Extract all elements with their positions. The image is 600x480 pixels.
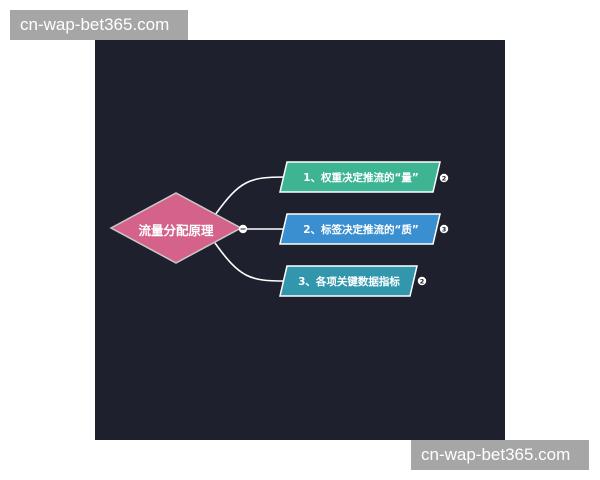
branch-node-1-label[interactable]: 1、权重决定推流的“量” [303, 172, 419, 184]
badge-count-3: 2 [420, 278, 425, 286]
branch-node-2-shape [279, 213, 441, 245]
branch-node-3-label[interactable]: 3、各项关键数据指标 [298, 276, 400, 288]
branch-node-2-label[interactable]: 2、标签决定推流的“质” [303, 224, 419, 236]
branch-node-1-shape [279, 161, 441, 193]
badge-circle-2 [439, 224, 449, 234]
connector-branch-3 [214, 242, 286, 282]
root-node-label[interactable]: 流量分配原理 [138, 223, 214, 238]
badge-count-1: 2 [442, 175, 447, 183]
badge-circle-3 [417, 276, 427, 286]
watermark-bottom: cn-wap-bet365.com [411, 440, 589, 470]
watermark-top: cn-wap-bet365.com [10, 10, 188, 40]
connector-branch-1 [214, 176, 286, 216]
badge-count-2: 3 [442, 226, 447, 234]
minus-circle-icon[interactable] [238, 224, 248, 234]
branch-node-3-shape [279, 265, 418, 297]
badge-circle-1 [439, 173, 449, 183]
